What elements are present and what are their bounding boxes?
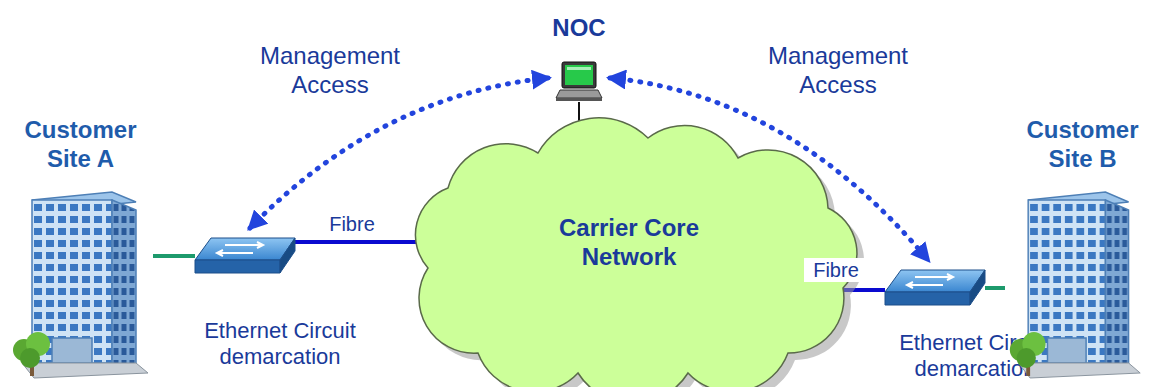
node-label: Customer Site A [18, 116, 143, 174]
building-icon [1005, 178, 1145, 383]
management-label: Management Access [758, 42, 918, 100]
node-label: NOC [529, 14, 629, 43]
customer-building: Customer Site A [8, 178, 153, 383]
circuit-link [153, 254, 195, 258]
node-label: Ethernet Circuit demarcation [180, 318, 380, 371]
circuit-link [295, 240, 433, 244]
carrier-cloud: Carrier Core Network [388, 118, 870, 385]
customer-building: Customer Site B [1005, 178, 1145, 383]
fibre-label: Fibre [804, 258, 868, 282]
demarcation-switch: Ethernet Circuit demarcation [885, 268, 985, 308]
switch-icon [195, 236, 295, 276]
building-icon [8, 178, 153, 383]
laptop-icon [556, 60, 602, 102]
node-label: Carrier Core Network [534, 214, 724, 272]
demarcation-switch: Ethernet Circuit demarcation [195, 236, 295, 276]
management-label: Management Access [250, 42, 410, 100]
switch-icon [885, 268, 985, 308]
fibre-label: Fibre [320, 212, 384, 236]
noc-terminal: NOC [556, 60, 602, 102]
circuit-link [985, 286, 1005, 290]
node-label: Customer Site B [1020, 116, 1145, 174]
